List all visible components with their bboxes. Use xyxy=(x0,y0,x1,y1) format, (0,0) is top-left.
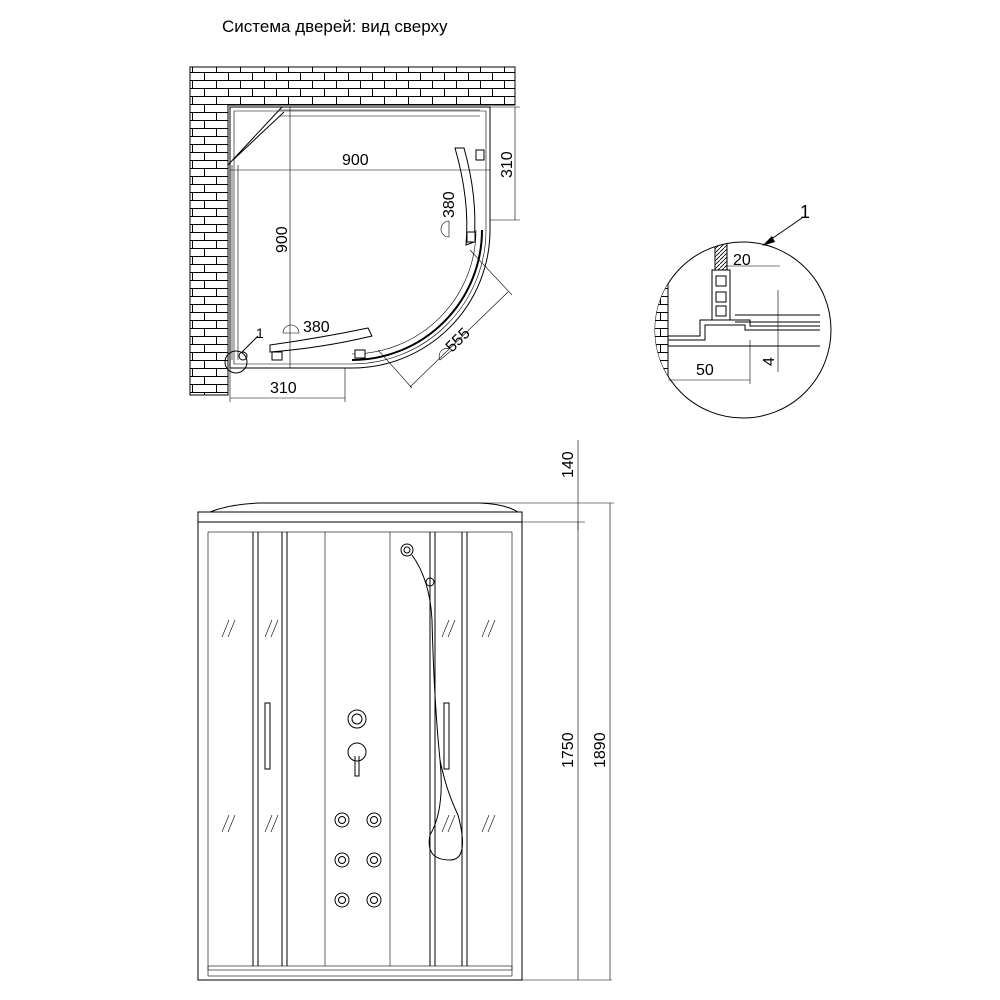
svg-text:380: 380 xyxy=(441,191,458,218)
dimension-20: 20 xyxy=(727,252,780,269)
dimension-140: 140 xyxy=(440,440,585,530)
svg-text:900: 900 xyxy=(274,226,291,253)
svg-text:50: 50 xyxy=(696,362,714,379)
diagram-title: Система дверей: вид сверху xyxy=(222,17,448,36)
detail-callout-label: 1 xyxy=(800,202,810,222)
svg-text:20: 20 xyxy=(733,252,751,269)
dimension-50: 50 xyxy=(668,340,751,384)
callout-label-1: 1 xyxy=(256,325,264,341)
front-view-elevation: 140 1750 1890 xyxy=(197,440,614,981)
dimension-diagonal: 555 xyxy=(377,249,513,389)
brick-wall xyxy=(189,66,516,396)
corner-panel xyxy=(227,106,285,166)
svg-text:310: 310 xyxy=(270,380,297,397)
mixer-knob xyxy=(347,742,367,762)
shower-hose xyxy=(411,554,463,861)
detail-callout-circle xyxy=(224,350,248,374)
door-width-right: 380 xyxy=(440,191,458,238)
svg-text:1750: 1750 xyxy=(560,732,577,768)
door-width-bottom: 380 xyxy=(282,319,330,336)
svg-text:4: 4 xyxy=(761,357,778,366)
door-rollers xyxy=(238,149,485,361)
door-handle-left xyxy=(264,702,271,770)
door-panel-bottom xyxy=(269,327,373,353)
cabin-frame xyxy=(197,521,523,981)
shower-head xyxy=(400,543,414,557)
door-handle-right xyxy=(443,702,450,770)
dimension-depth: 900 xyxy=(274,107,291,368)
top-rim xyxy=(197,511,523,523)
svg-text:380: 380 xyxy=(303,319,330,336)
base-tray xyxy=(207,965,513,977)
panel-lines xyxy=(252,532,468,966)
svg-text:310: 310 xyxy=(499,151,516,178)
dimension-1890: 1890 xyxy=(585,502,614,980)
roof xyxy=(209,502,519,513)
glass-reflections xyxy=(221,619,496,833)
sliding-door-arc xyxy=(351,229,483,361)
profile-detail: 20 50 4 1 xyxy=(654,202,832,419)
svg-text:900: 900 xyxy=(342,152,369,169)
diverter-knob xyxy=(347,709,367,729)
svg-text:140: 140 xyxy=(560,451,577,478)
shower-tray-outline xyxy=(229,106,491,369)
top-view-plan: 1 900 900 310 310 380 xyxy=(189,66,520,402)
svg-text:1890: 1890 xyxy=(592,732,609,768)
dimension-1750: 1750 xyxy=(522,522,612,981)
dimension-side-top: 310 xyxy=(490,106,520,221)
dimension-side-bottom: 310 xyxy=(229,368,346,402)
dimension-4: 4 xyxy=(761,290,779,372)
massage-jets xyxy=(334,812,382,908)
dimension-width: 900 xyxy=(229,152,491,177)
